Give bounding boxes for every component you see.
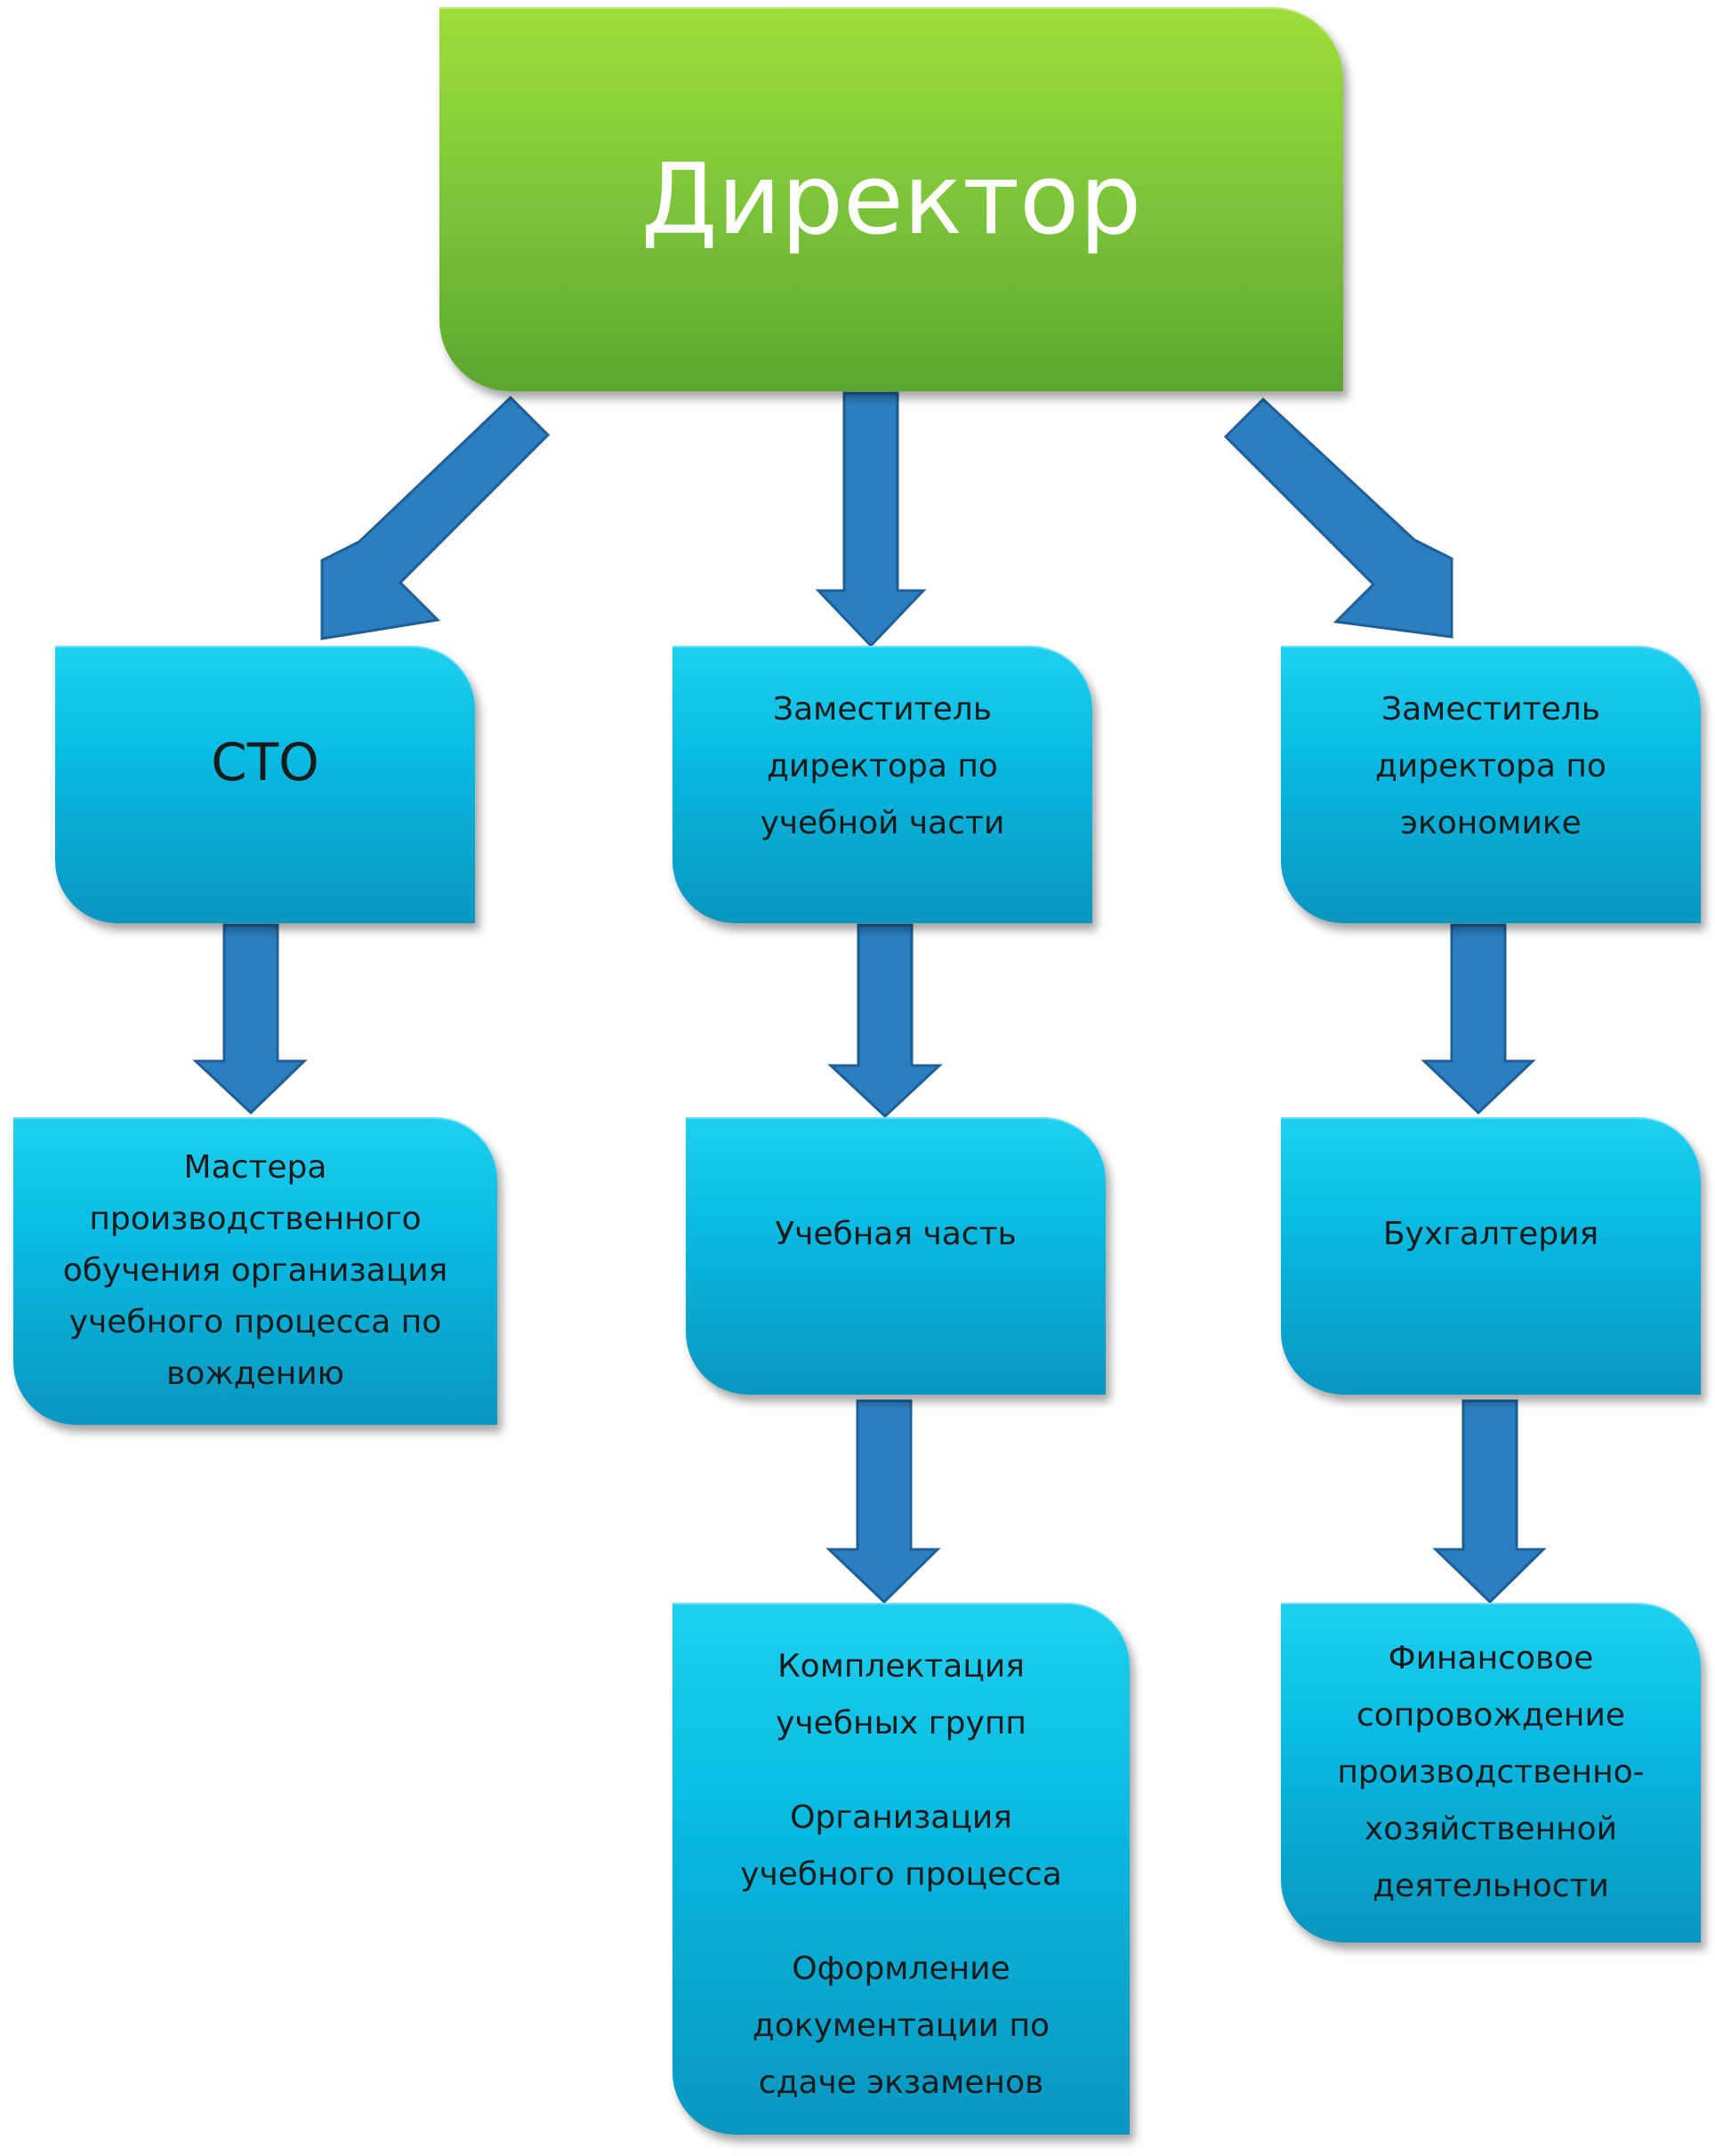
- academic-deputy-label: Заместитель директора по учебной части: [760, 691, 1005, 841]
- accounting-label: Бухгалтерия: [1382, 1216, 1599, 1252]
- economy-deputy-label: Заместитель директора по экономике: [1375, 691, 1606, 841]
- masters-label: Мастера производственного обучения орган…: [62, 1149, 448, 1392]
- arrow-accounting-to-financial-support: [1432, 1399, 1547, 1605]
- cto-label: СТО: [211, 732, 319, 792]
- arrow-economy-deputy-to-accounting: [1421, 923, 1536, 1115]
- economy-deputy-box: Заместитель директора по экономике: [1281, 646, 1701, 923]
- financial-support-box: Финансовое сопровождение производственно…: [1281, 1603, 1701, 1943]
- director-label: Директор: [640, 142, 1142, 256]
- arrow-cto-to-masters: [192, 923, 308, 1115]
- arrow-director-to-cto: [320, 395, 551, 640]
- financial-support-label: Финансовое сопровождение производственно…: [1337, 1640, 1645, 1904]
- arrow-study-office-to-tasks: [825, 1399, 941, 1605]
- academic-deputy-box: Заместитель директора по учебной части: [672, 646, 1092, 923]
- masters-box: Мастера производственного обучения орган…: [13, 1117, 497, 1425]
- task-organizing-process: Организация учебного процесса: [740, 1799, 1062, 1893]
- arrow-director-to-economy-deputy: [1223, 397, 1453, 639]
- task-staffing-groups: Комплектация учебных групп: [776, 1648, 1027, 1742]
- cto-box: СТО: [55, 646, 475, 923]
- accounting-box: Бухгалтерия: [1281, 1117, 1701, 1395]
- arrow-academic-deputy-to-study-office: [827, 923, 943, 1119]
- academic-tasks-box: Комплектация учебных групп Организация у…: [672, 1603, 1130, 2135]
- task-exam-documents: Оформление документации по сдаче экзамен…: [752, 1951, 1051, 2101]
- study-office-box: Учебная часть: [686, 1117, 1106, 1395]
- director-box: Директор: [439, 7, 1343, 391]
- study-office-label: Учебная часть: [775, 1216, 1017, 1252]
- arrow-director-to-academic-deputy: [815, 391, 927, 648]
